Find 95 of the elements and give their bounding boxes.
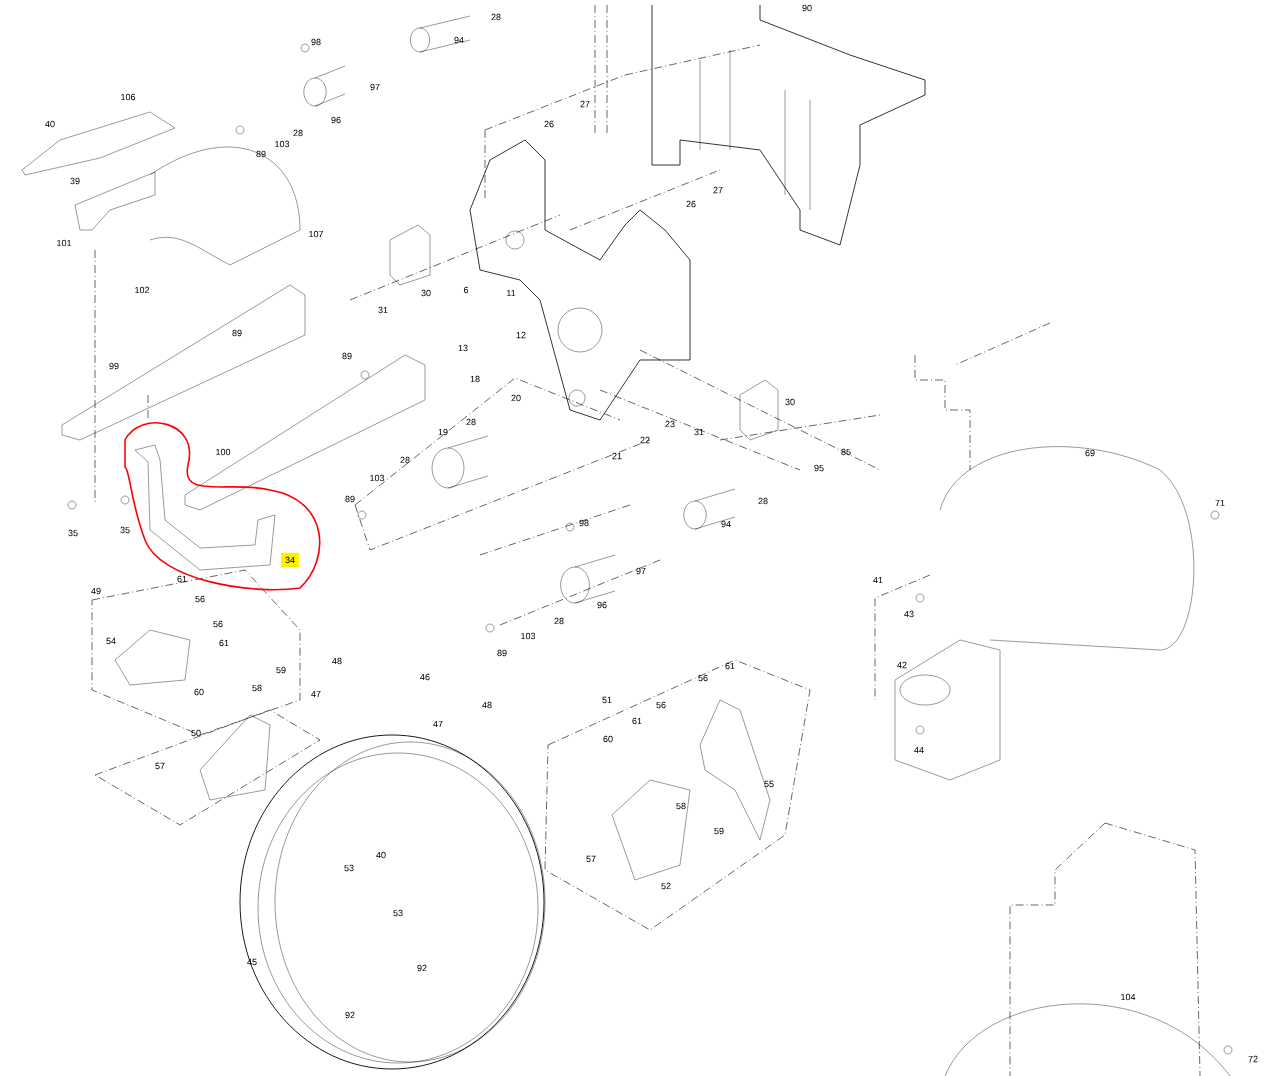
callout-number: 49 [91, 587, 101, 595]
callout-number: 28 [466, 418, 476, 426]
callout-number: 56 [213, 620, 223, 628]
callout-number: 53 [393, 909, 403, 917]
callout-number: 59 [714, 827, 724, 835]
callout-number: 26 [544, 120, 554, 128]
callout-number: 30 [785, 398, 795, 406]
callout-number: 28 [758, 497, 768, 505]
callout-number: 59 [276, 666, 286, 674]
callout-number: 56 [195, 595, 205, 603]
callout-number: 96 [331, 116, 341, 124]
callout-number: 89 [256, 150, 266, 158]
callout-number: 54 [106, 637, 116, 645]
callout-number: 103 [370, 474, 385, 482]
callout-number: 21 [612, 452, 622, 460]
callout-number: 13 [458, 344, 468, 352]
callout-number: 69 [1085, 449, 1095, 457]
callout-number: 107 [309, 230, 324, 238]
callout-number: 22 [640, 436, 650, 444]
callout-number: 42 [897, 661, 907, 669]
callout-number: 71 [1215, 499, 1225, 507]
callout-number: 47 [311, 690, 321, 698]
callout-number: 40 [45, 120, 55, 128]
callout-number: 46 [420, 673, 430, 681]
callout-number: 89 [342, 352, 352, 360]
callout-number: 60 [194, 688, 204, 696]
callout-number: 90 [802, 4, 812, 12]
callout-number: 53 [344, 864, 354, 872]
callout-number: 35 [120, 526, 130, 534]
callout-number: 6 [463, 286, 469, 294]
callout-number: 106 [121, 93, 136, 101]
callout-number: 35 [68, 529, 78, 537]
callout-number: 50 [191, 729, 201, 737]
callout-number: 12 [516, 331, 526, 339]
callout-number: 58 [252, 684, 262, 692]
callout-number: 100 [216, 448, 231, 456]
callout-number: 44 [914, 746, 924, 754]
callout-number: 57 [155, 762, 165, 770]
callout-number: 39 [70, 177, 80, 185]
callout-number: 89 [232, 329, 242, 337]
callout-number: 98 [311, 38, 321, 46]
callout-number: 98 [579, 519, 589, 527]
callout-number: 18 [470, 375, 480, 383]
callout-number: 48 [482, 701, 492, 709]
callout-number: 97 [636, 567, 646, 575]
callout-number: 51 [602, 696, 612, 704]
callout-number: 85 [841, 448, 851, 456]
callout-number: 26 [686, 200, 696, 208]
callout-number: 103 [521, 632, 536, 640]
callout-number: 61 [725, 662, 735, 670]
callout-number: 28 [400, 456, 410, 464]
callout-number: 31 [694, 428, 704, 436]
callout-number: 94 [721, 520, 731, 528]
callout-number: 31 [378, 306, 388, 314]
callout-number: 94 [454, 36, 464, 44]
callout-number: 102 [135, 286, 150, 294]
callout-number: 72 [1248, 1055, 1258, 1063]
callout-number: 11 [507, 289, 516, 297]
callout-number: 104 [1121, 993, 1136, 1001]
callout-number: 19 [438, 428, 448, 436]
callout-number: 92 [345, 1011, 355, 1019]
callout-number: 61 [632, 717, 642, 725]
callout-number: 61 [177, 575, 187, 583]
callout-number: 60 [603, 735, 613, 743]
callout-number: 99 [109, 362, 119, 370]
callout-number: 27 [580, 100, 590, 108]
callout-number: 95 [814, 464, 824, 472]
callout-number: 61 [219, 639, 229, 647]
callout-number: 101 [57, 239, 72, 247]
callout-number: 28 [293, 129, 303, 137]
callout-number: 57 [586, 855, 596, 863]
callout-number: 58 [676, 802, 686, 810]
callout-number: 89 [497, 649, 507, 657]
callout-number: 52 [661, 882, 671, 890]
callout-number: 97 [370, 83, 380, 91]
callout-number: 56 [656, 701, 666, 709]
callout-number: 41 [873, 576, 883, 584]
callout-number: 47 [433, 720, 443, 728]
callout-number: 92 [417, 964, 427, 972]
callout-number: 43 [904, 610, 914, 618]
callout-number: 28 [491, 13, 501, 21]
callout-number: 40 [376, 851, 386, 859]
callout-number: 55 [764, 780, 774, 788]
callout-number: 28 [554, 617, 564, 625]
callout-number: 27 [713, 186, 723, 194]
callout-number: 23 [665, 420, 675, 428]
callout-number: 48 [332, 657, 342, 665]
callout-number: 20 [511, 394, 521, 402]
callout-number: 103 [275, 140, 290, 148]
callout-number: 45 [247, 958, 257, 966]
callout-number: 96 [597, 601, 607, 609]
callout-number: 34 [281, 552, 299, 568]
callout-number: 89 [345, 495, 355, 503]
callout-number: 30 [421, 289, 431, 297]
callout-number: 56 [698, 674, 708, 682]
